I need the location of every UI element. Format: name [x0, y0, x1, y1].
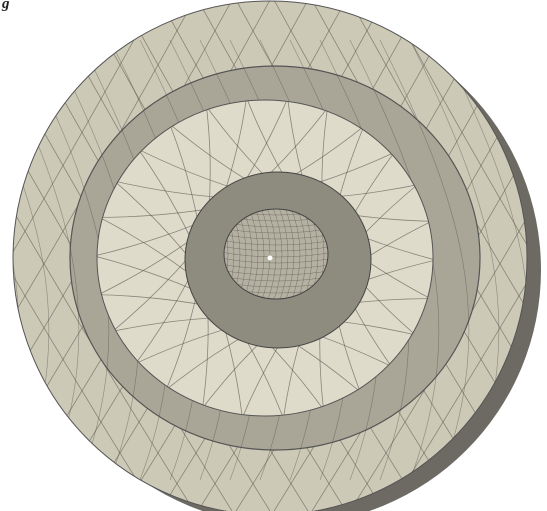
- grid-line: [540, 0, 547, 511]
- grid-line: [0, 0, 4, 511]
- grid-line: [540, 0, 547, 511]
- center-dot: [268, 256, 273, 261]
- grid-line: [0, 0, 4, 511]
